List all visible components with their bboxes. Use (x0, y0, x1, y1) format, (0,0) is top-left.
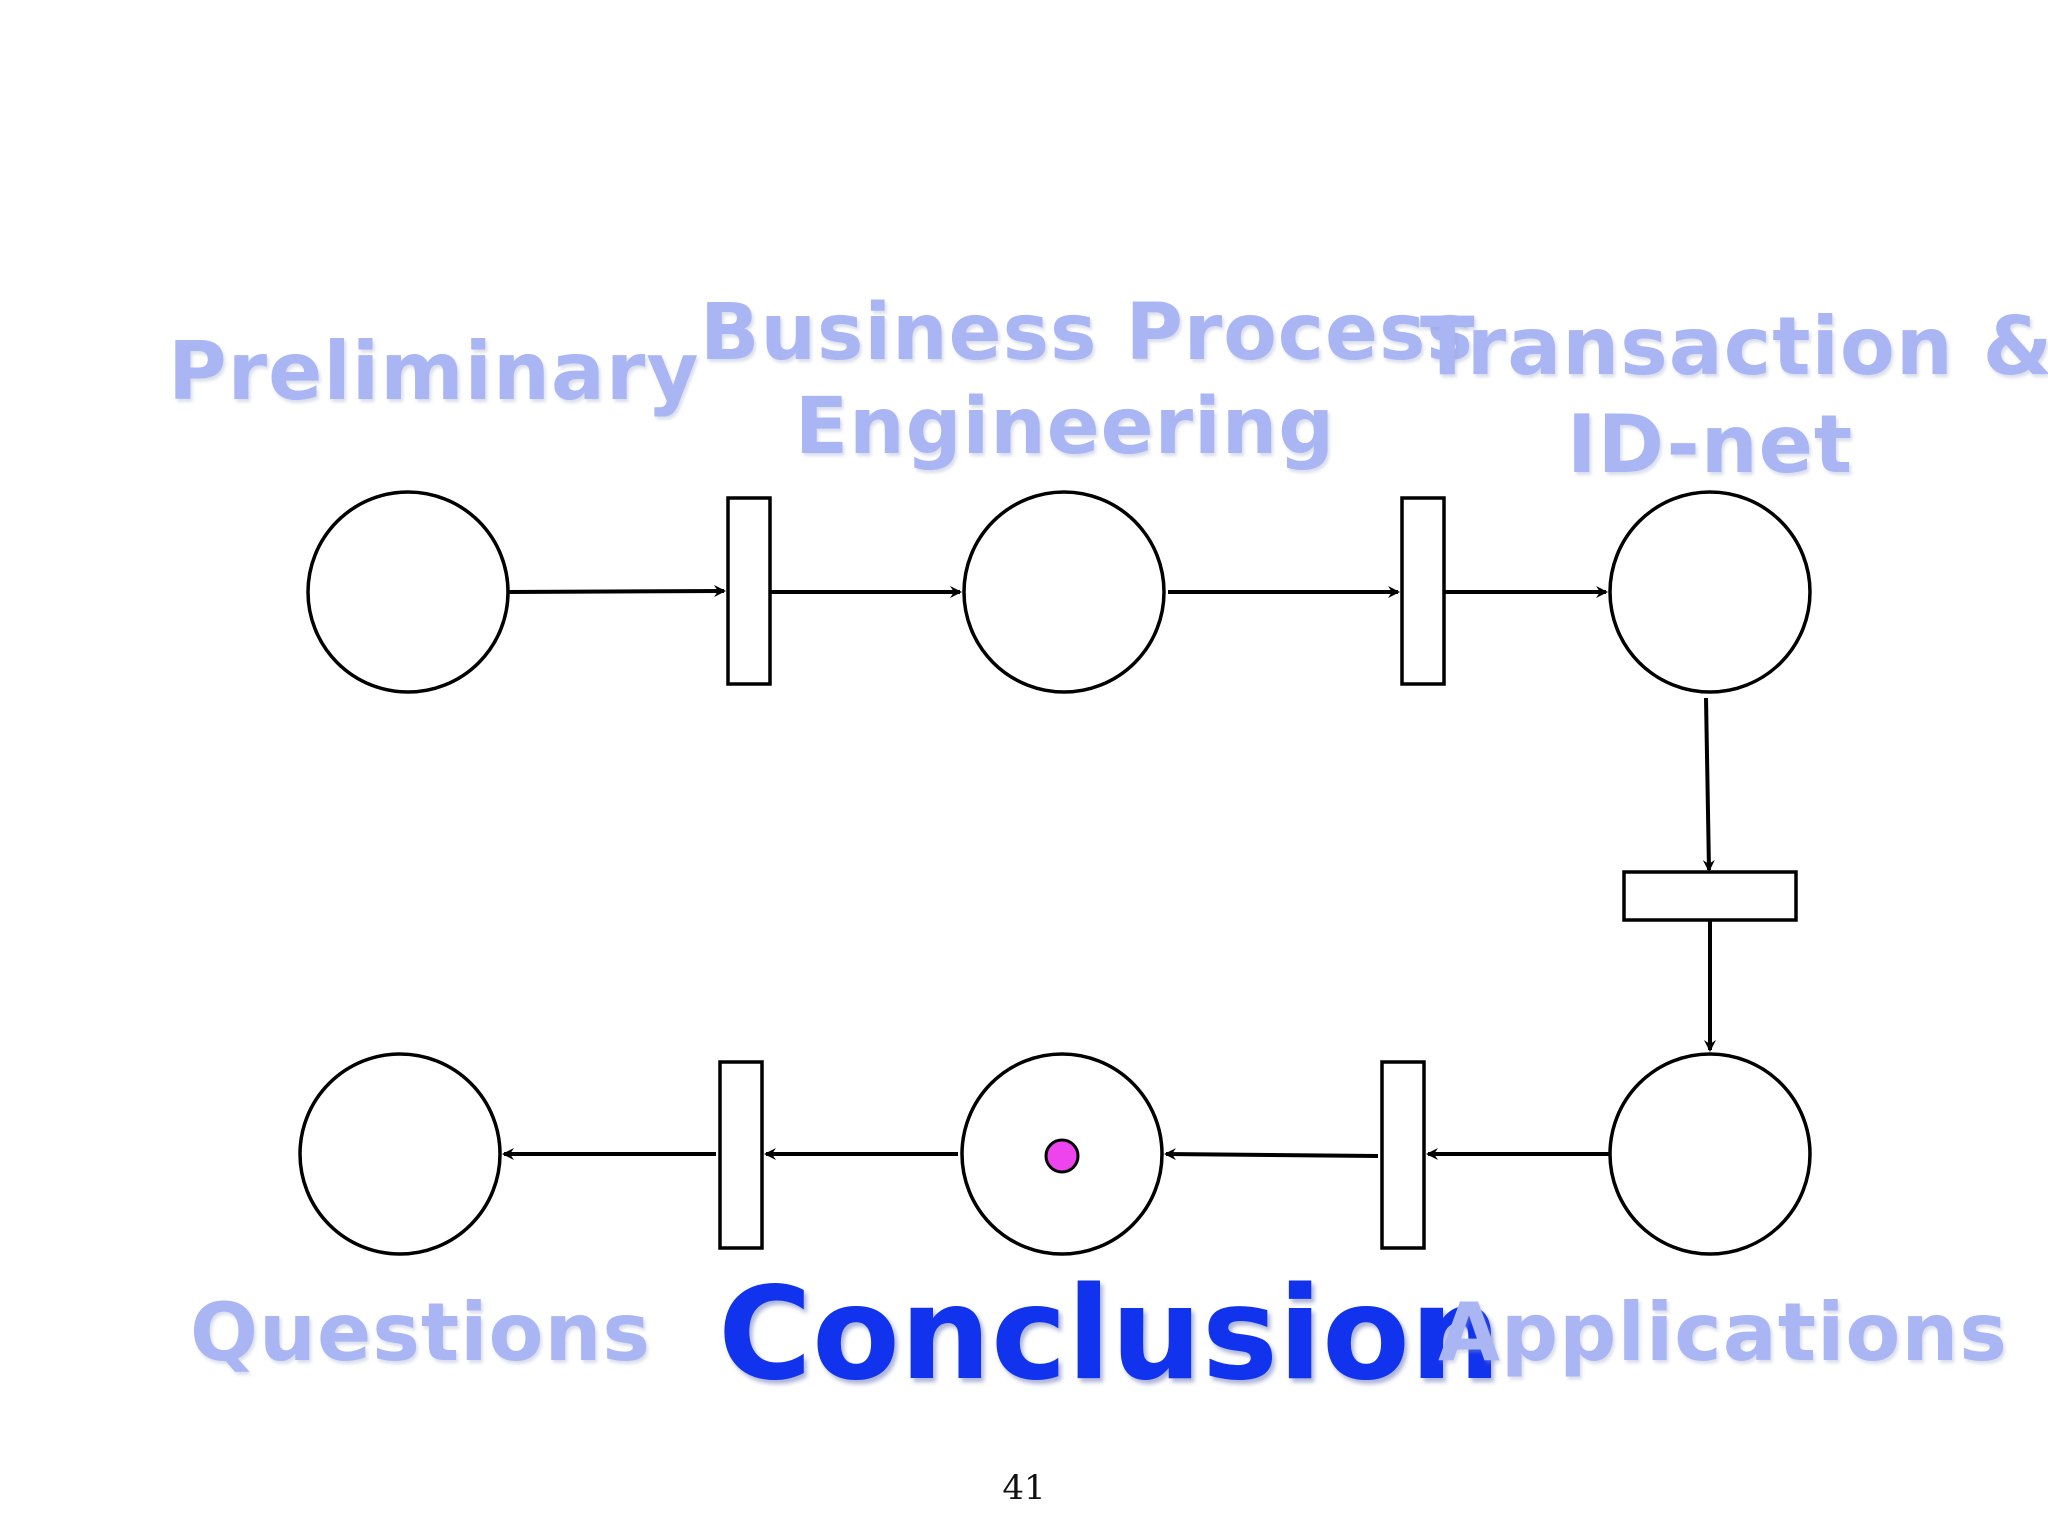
label-questions: Questions (190, 1286, 652, 1379)
label-business-process-engineering: Business Process Engineering (700, 286, 1474, 474)
transition-3 (1622, 870, 1798, 922)
place-transaction (1608, 490, 1812, 694)
label-transaction-id-net: Transaction & ID-net (1420, 298, 2048, 494)
place-applications (1608, 1052, 1812, 1256)
transition-4 (718, 1060, 764, 1250)
arc-1 (507, 585, 726, 598)
arc-8 (1164, 1148, 1379, 1161)
label-preliminary: Preliminary (168, 325, 700, 418)
transition-5 (1380, 1060, 1426, 1250)
label-bpe-line1: Business Process (700, 288, 1474, 378)
label-bpe-line2: Engineering (794, 382, 1336, 472)
token (1044, 1138, 1080, 1174)
label-applications: Applications (1438, 1286, 2008, 1379)
place-preliminary (306, 490, 510, 694)
label-conclusion: Conclusion (718, 1260, 1501, 1409)
page-number: 41 (1002, 1468, 1046, 1508)
place-business-process (962, 490, 1166, 694)
label-tid-line1: Transaction & (1420, 300, 2048, 393)
label-tid-line2: ID-net (1566, 398, 1854, 491)
transition-2 (1400, 496, 1446, 686)
place-questions (298, 1052, 502, 1256)
transition-1 (726, 496, 772, 686)
arc-5 (1702, 697, 1715, 872)
